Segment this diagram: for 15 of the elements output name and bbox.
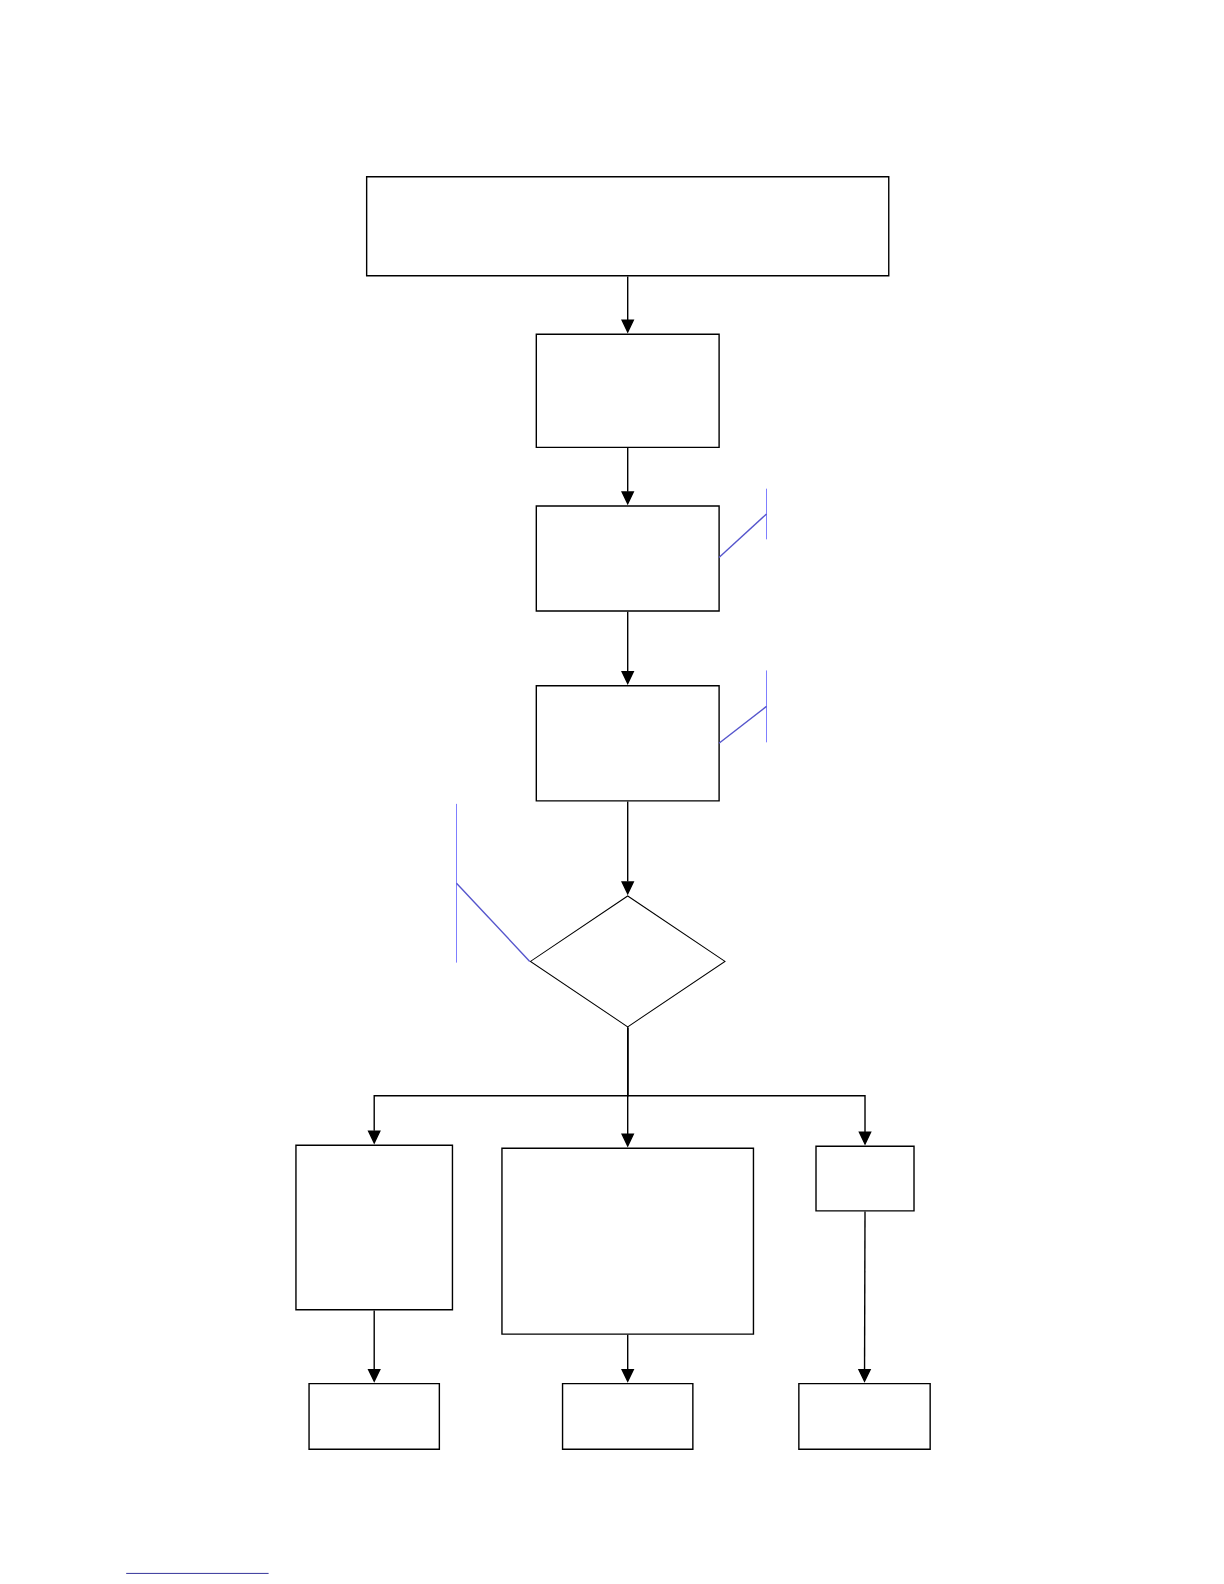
process-box	[535, 505, 720, 612]
decision-diamond	[529, 895, 726, 1028]
process-box	[501, 1147, 755, 1335]
process-box	[365, 176, 890, 277]
process-box	[561, 1382, 694, 1450]
process-box	[535, 333, 720, 449]
leader-line	[718, 513, 768, 559]
process-box	[295, 1144, 454, 1311]
arrow	[621, 611, 635, 685]
process-box	[535, 685, 720, 802]
leader-line	[718, 705, 768, 744]
process-box	[308, 1382, 441, 1450]
leader-line	[455, 882, 531, 963]
process-box	[815, 1145, 915, 1212]
process-box	[798, 1382, 931, 1450]
